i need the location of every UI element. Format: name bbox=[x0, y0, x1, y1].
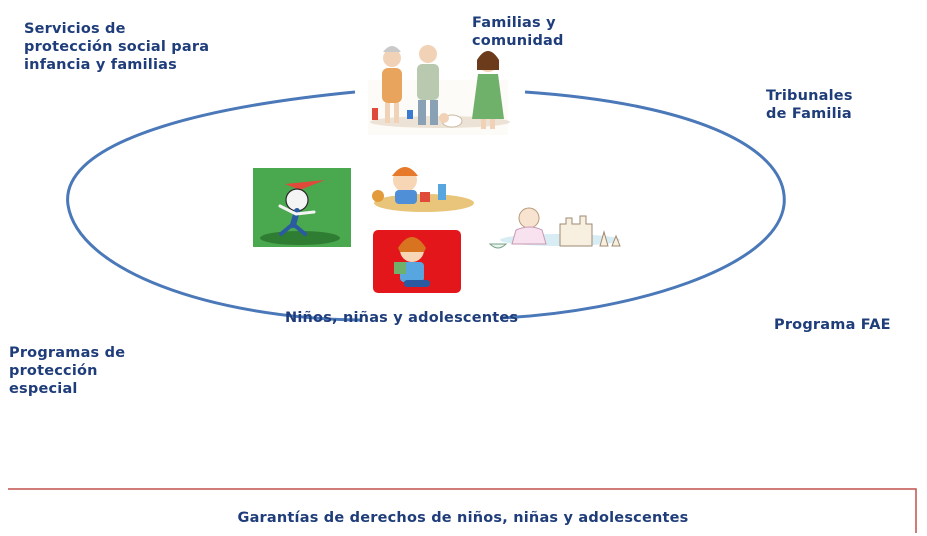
family-illustration bbox=[368, 45, 510, 135]
label-programa-fae: Programa FAE bbox=[774, 317, 891, 333]
footer-title: Garantías de derechos de niños, niñas y … bbox=[237, 510, 689, 526]
running-child-illustration bbox=[253, 168, 351, 247]
child-sandcastle-illustration bbox=[488, 207, 621, 249]
label-ninos-ninas-adolescentes: Niños, niñas y adolescentes bbox=[285, 310, 519, 326]
label-familias-comunidad: Familias y comunidad bbox=[472, 15, 564, 49]
label-programas-proteccion-especial: Programas de protección especial bbox=[9, 345, 126, 397]
ellipse-right-arc bbox=[499, 90, 786, 320]
footer-banner: Garantías de derechos de niños, niñas y … bbox=[8, 488, 918, 533]
child-reading-illustration bbox=[373, 230, 461, 293]
label-servicios-proteccion-social: Servicios de protección social para infa… bbox=[24, 21, 210, 73]
child-playing-sand-illustration bbox=[372, 167, 474, 212]
label-tribunales-familia: Tribunales de Familia bbox=[766, 88, 853, 122]
footer-border bbox=[8, 488, 917, 533]
ellipse-left-arc bbox=[66, 90, 361, 322]
